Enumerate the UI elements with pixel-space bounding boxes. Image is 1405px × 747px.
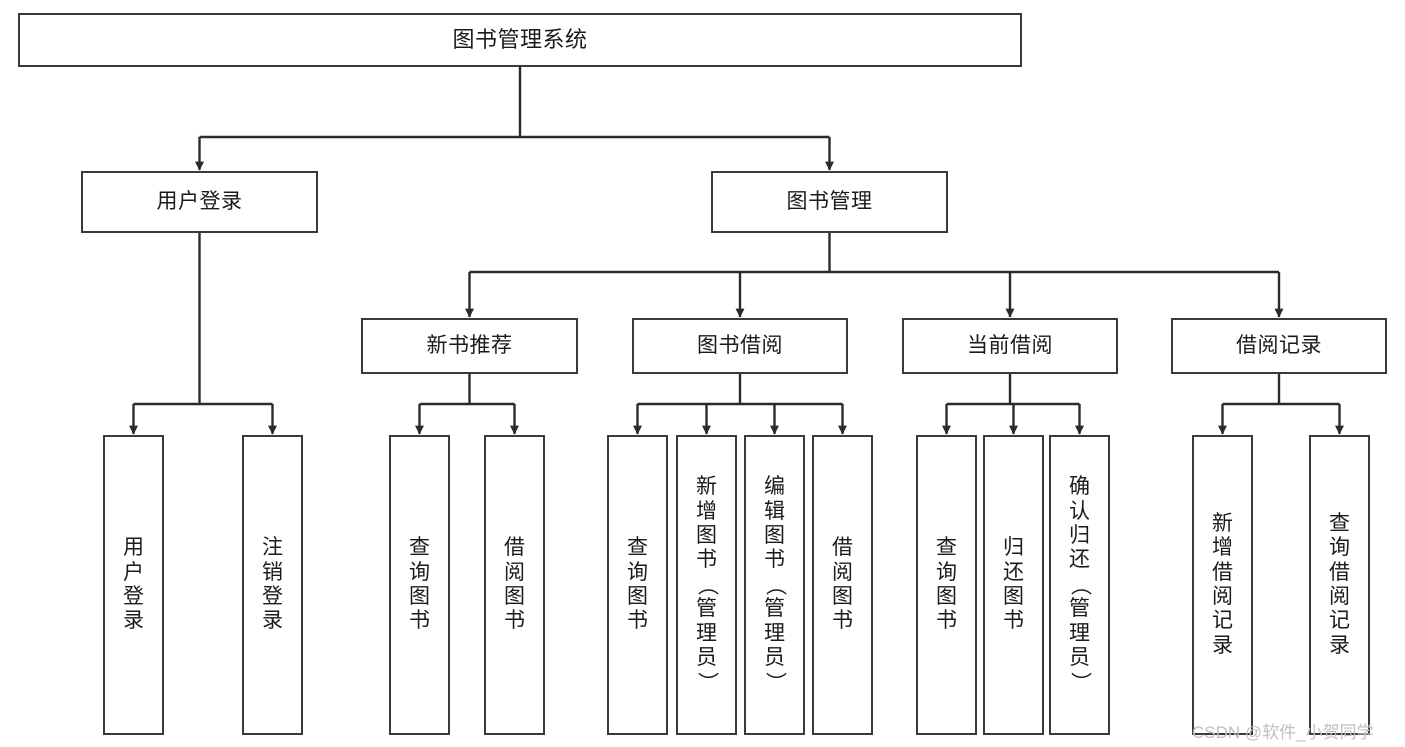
node-user-login: 用户登录	[81, 171, 318, 233]
node-label: 确认归还（管理员）	[1068, 475, 1092, 693]
node-leaf-confirm-return: 确认归还（管理员）	[1049, 435, 1110, 735]
node-book-mgmt: 图书管理	[711, 171, 948, 233]
node-leaf-query-record: 查询借阅记录	[1309, 435, 1370, 735]
node-leaf-borrow-book-1: 借阅图书	[484, 435, 545, 735]
node-label: 新增图书（管理员）	[695, 475, 719, 693]
node-label: 图书借阅	[697, 334, 783, 358]
node-borrow-record: 借阅记录	[1171, 318, 1387, 374]
node-label: 当前借阅	[967, 334, 1053, 358]
node-leaf-query-book-1: 查询图书	[389, 435, 450, 735]
node-label: 查询图书	[627, 536, 648, 633]
node-label: 借阅图书	[504, 536, 525, 633]
csdn-watermark: CSDN @软件_小贺同学	[1192, 723, 1374, 742]
node-label: 新书推荐	[426, 334, 513, 358]
node-leaf-add-book: 新增图书（管理员）	[676, 435, 737, 735]
node-label: 用户登录	[123, 536, 144, 633]
node-label: 查询借阅记录	[1329, 511, 1350, 657]
node-label: 查询图书	[409, 536, 430, 633]
node-leaf-query-book-3: 查询图书	[916, 435, 977, 735]
node-leaf-user-logout: 注销登录	[242, 435, 303, 735]
node-current-borrow: 当前借阅	[902, 318, 1118, 374]
node-leaf-borrow-book-2: 借阅图书	[812, 435, 873, 735]
node-label: 新增借阅记录	[1212, 511, 1233, 657]
node-leaf-add-record: 新增借阅记录	[1192, 435, 1253, 735]
node-label: 借阅图书	[832, 536, 853, 633]
node-label: 图书管理	[786, 190, 873, 214]
node-label: 图书管理系统	[452, 26, 588, 52]
node-label: 注销登录	[262, 536, 283, 633]
node-root: 图书管理系统	[18, 13, 1022, 67]
node-label: 编辑图书（管理员）	[763, 475, 787, 693]
node-label: 借阅记录	[1236, 334, 1322, 358]
node-new-book-rec: 新书推荐	[361, 318, 578, 374]
node-leaf-edit-book: 编辑图书（管理员）	[744, 435, 805, 735]
node-leaf-user-login: 用户登录	[103, 435, 164, 735]
node-label: 用户登录	[156, 190, 243, 214]
node-label: 归还图书	[1003, 536, 1024, 633]
node-leaf-return-book: 归还图书	[983, 435, 1044, 735]
node-label: 查询图书	[936, 536, 957, 633]
node-book-borrow: 图书借阅	[632, 318, 848, 374]
node-leaf-query-book-2: 查询图书	[607, 435, 668, 735]
